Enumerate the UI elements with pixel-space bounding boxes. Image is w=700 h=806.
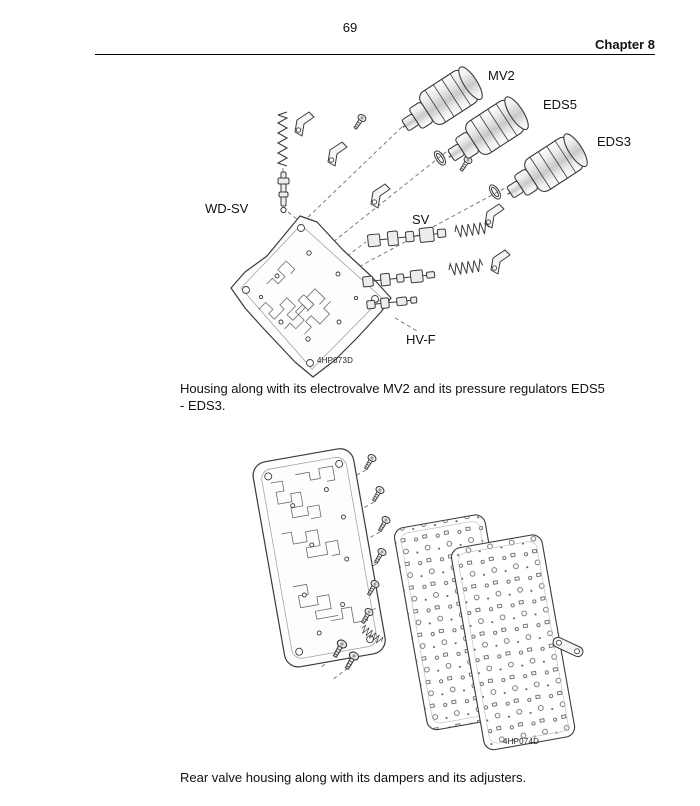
- figure-housing-front: MV2 EDS5 EDS3 WD-SV SV HV-F 4HP073D: [95, 60, 660, 382]
- label-sv: SV: [412, 212, 430, 227]
- oil-channels: [258, 260, 332, 335]
- figure-housing-rear: 4HP074D: [250, 432, 600, 766]
- figure1-caption-line2: - EDS3.: [180, 398, 226, 413]
- link-bracket: [552, 636, 584, 658]
- sv-spool-valve: [367, 226, 447, 248]
- retaining-clip: [327, 141, 348, 167]
- housing-bolt-holes: [264, 459, 375, 656]
- adjuster-screw: [361, 452, 378, 472]
- mounting-screw: [351, 112, 368, 132]
- label-eds3: EDS3: [597, 134, 631, 149]
- exploded-diagram-front: [230, 63, 592, 378]
- figure1-caption: Housing along with its electrovalve MV2 …: [180, 380, 672, 414]
- hv-f-valve: [366, 296, 418, 310]
- label-wd-sv: WD-SV: [205, 201, 249, 216]
- label-eds5: EDS5: [543, 97, 577, 112]
- valve-spring: [453, 220, 491, 239]
- adjuster-screw: [369, 484, 386, 504]
- retaining-clip: [484, 203, 505, 229]
- valve-housing-body: [230, 215, 392, 378]
- figure2-code: 4HP074D: [503, 737, 540, 746]
- figure1-code: 4HP073D: [317, 356, 354, 365]
- figure1-caption-line1: Housing along with its electrovalve MV2 …: [180, 381, 605, 396]
- housing-bolt-holes: [242, 224, 379, 367]
- page-number: 69: [342, 20, 358, 35]
- label-hv-f: HV-F: [406, 332, 436, 347]
- chapter-title: Chapter 8: [595, 37, 655, 52]
- figure2-caption: Rear valve housing along with its damper…: [180, 770, 527, 785]
- adjuster-screw: [371, 546, 388, 566]
- exploded-diagram-rear: [252, 448, 584, 751]
- retaining-clip: [294, 111, 315, 137]
- o-ring: [489, 184, 501, 200]
- eds3-pressure-regulator: [496, 130, 592, 211]
- label-mv2: MV2: [488, 68, 515, 83]
- wd-sv-return-spring: [276, 111, 289, 167]
- retaining-clip: [490, 249, 511, 275]
- wd-sv-valve-pin: [277, 171, 290, 214]
- spool-valve-middle: [362, 269, 436, 288]
- header-rule: [95, 54, 655, 55]
- o-ring: [434, 150, 446, 166]
- rear-valve-housing: [252, 448, 386, 668]
- valve-spring: [447, 258, 485, 277]
- separator-plate-2: [451, 534, 576, 751]
- adjuster-screw: [375, 514, 392, 534]
